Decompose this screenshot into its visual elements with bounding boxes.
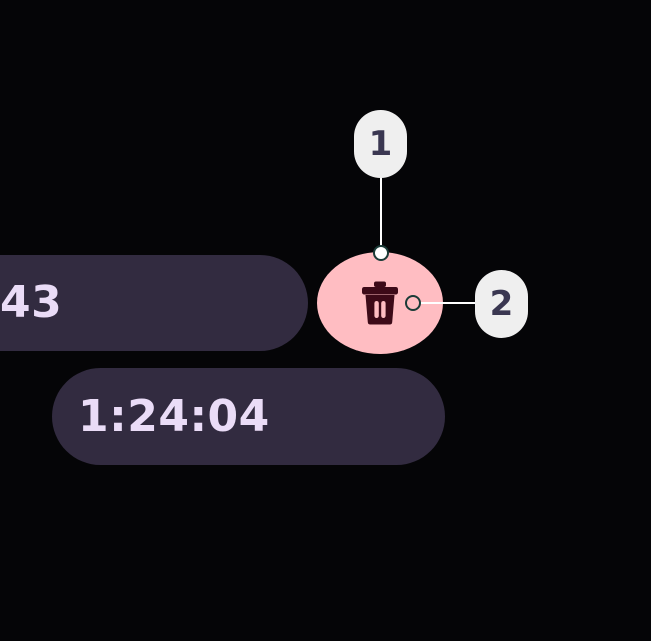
trash-icon xyxy=(360,281,400,325)
connector-line-1 xyxy=(380,176,382,254)
step-badge-1: 1 xyxy=(354,110,407,178)
step-badge-2: 2 xyxy=(475,270,528,338)
connector-line-2 xyxy=(412,302,488,304)
step-badge-2-label: 2 xyxy=(489,284,514,324)
anchor-dot-2 xyxy=(405,295,421,311)
duration-pill-clipped-label: 43 xyxy=(0,277,63,328)
duration-pill-elapsed[interactable]: 1:24:04 xyxy=(52,368,445,465)
duration-pill-elapsed-label: 1:24:04 xyxy=(78,390,270,442)
step-badge-1-label: 1 xyxy=(368,124,393,164)
anchor-dot-1 xyxy=(373,245,389,261)
duration-pill-clipped[interactable]: 43 xyxy=(0,255,308,351)
